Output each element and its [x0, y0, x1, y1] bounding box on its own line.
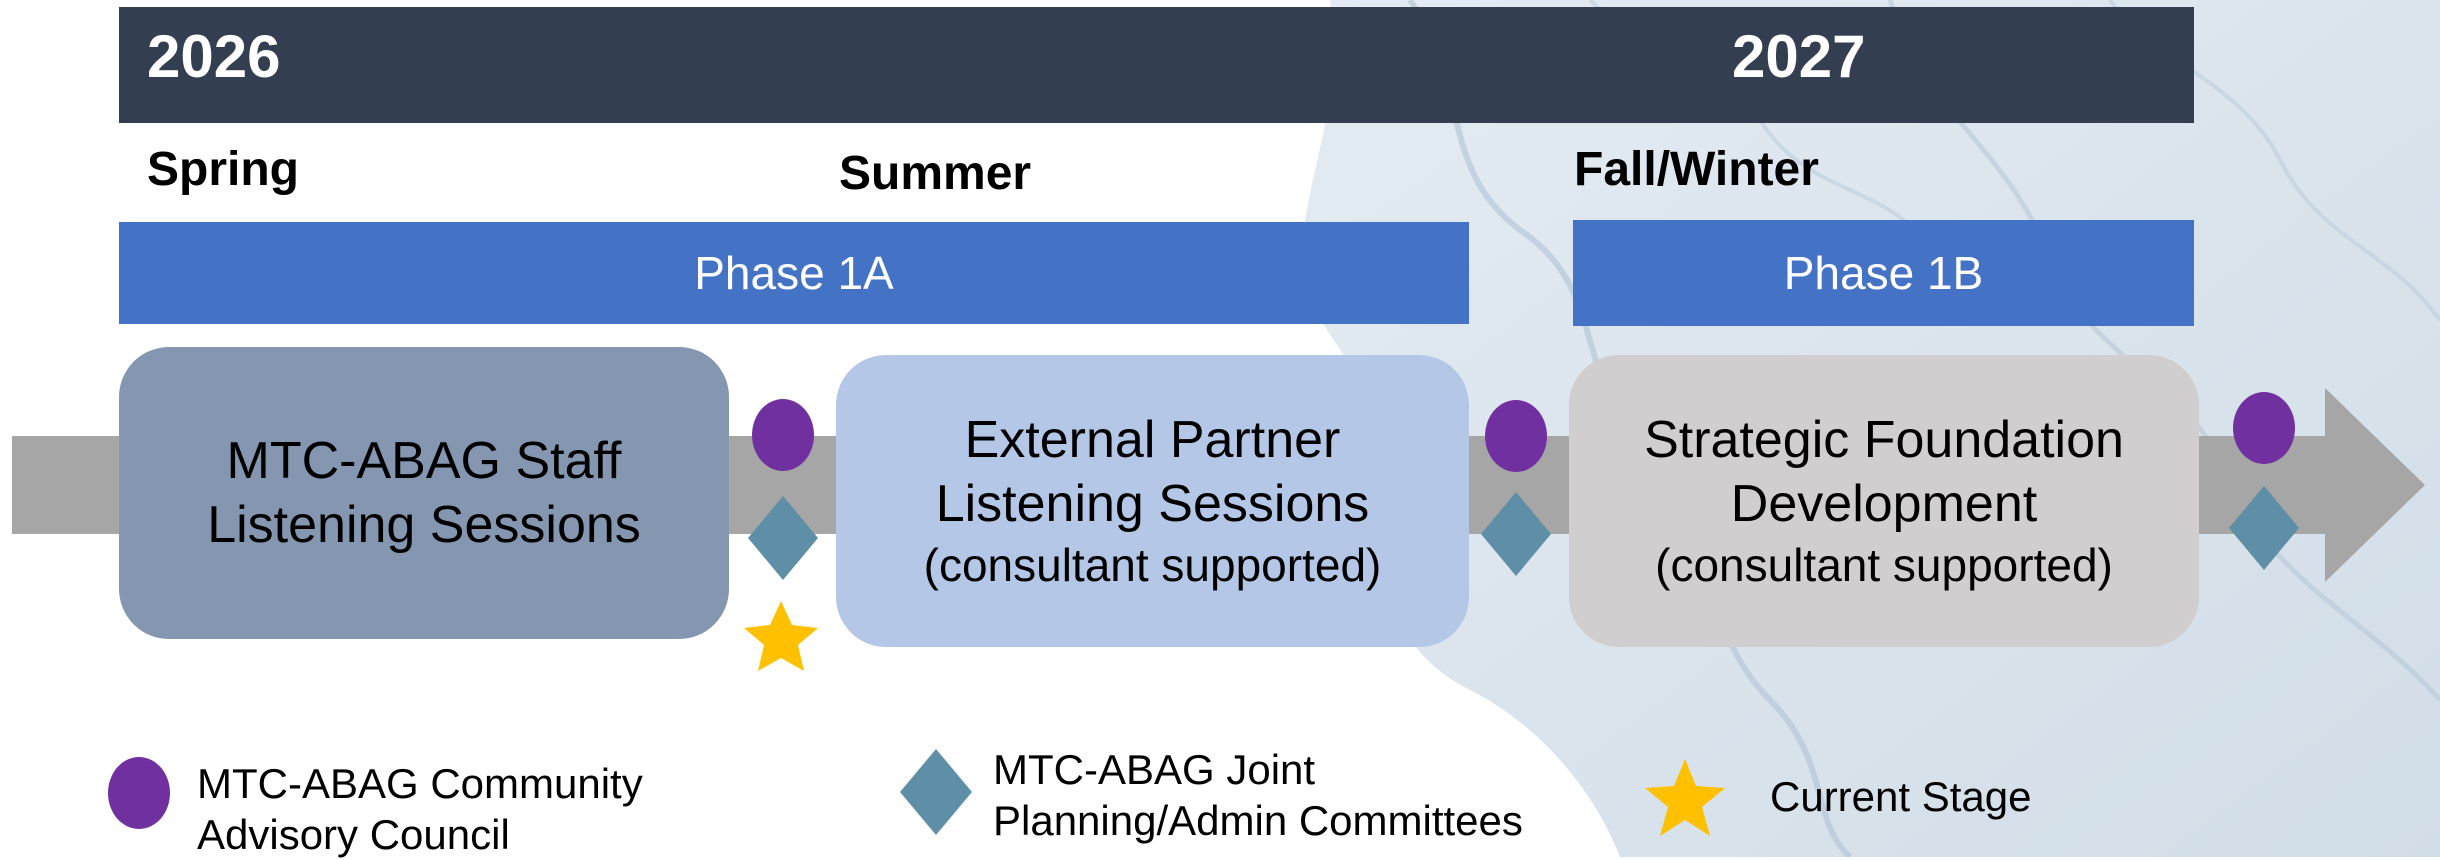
- phase-1b-label: Phase 1B: [1783, 247, 1984, 299]
- stage-title-line2: Listening Sessions: [935, 475, 1370, 533]
- stage-title-line1: External Partner: [964, 411, 1341, 469]
- stage-external-partner-box: External Partner Listening Sessions (con…: [836, 355, 1469, 647]
- year-header-bar: [119, 7, 2194, 123]
- legend-current-stage-label: Current Stage: [1770, 773, 2032, 820]
- year-2027-label: 2027: [1732, 23, 1866, 90]
- stage-subtitle: (consultant supported): [1655, 539, 2113, 591]
- season-fall-winter-label: Fall/Winter: [1574, 143, 1819, 196]
- legend-committee-icon: [900, 749, 972, 835]
- stage-subtitle: (consultant supported): [923, 539, 1382, 591]
- year-2026-label: 2026: [147, 23, 281, 90]
- stage-title-line2: Listening Sessions: [207, 496, 641, 554]
- season-spring-label: Spring: [147, 143, 299, 196]
- cac-marker: [2233, 392, 2295, 464]
- stage-staff-listening-box: MTC-ABAG Staff Listening Sessions: [119, 347, 729, 639]
- timeline-markers: [744, 392, 2299, 671]
- legend-committee-line2: Planning/Admin Committees: [993, 797, 1523, 844]
- legend-star-icon: [1645, 759, 1725, 836]
- legend-cac-line2: Advisory Council: [197, 811, 510, 858]
- legend-cac-icon: [108, 757, 170, 829]
- legend-committee-label: MTC-ABAG Joint Planning/Admin Committees: [993, 744, 1523, 846]
- cac-marker: [1485, 400, 1547, 472]
- stage-title-line1: MTC-ABAG Staff: [226, 432, 622, 490]
- committee-marker: [748, 496, 818, 580]
- phase-1b-bar: Phase 1B: [1573, 220, 2194, 326]
- cac-marker: [752, 399, 814, 471]
- committee-marker: [2229, 486, 2299, 570]
- legend-cac-label: MTC-ABAG Community Advisory Council: [197, 758, 643, 860]
- stage-strategic-foundation-box: Strategic Foundation Development (consul…: [1569, 355, 2199, 647]
- stage-title-line1: Strategic Foundation: [1644, 411, 2124, 469]
- legend-committee-line1: MTC-ABAG Joint: [993, 746, 1316, 793]
- current-stage-star: [744, 601, 818, 671]
- committee-marker: [1481, 492, 1551, 576]
- phase-1a-label: Phase 1A: [694, 247, 894, 299]
- season-summer-label: Summer: [839, 147, 1032, 200]
- legend-cac-line1: MTC-ABAG Community: [197, 760, 643, 807]
- phase-1a-bar: Phase 1A: [119, 222, 1469, 324]
- stage-title-line2: Development: [1730, 475, 2038, 533]
